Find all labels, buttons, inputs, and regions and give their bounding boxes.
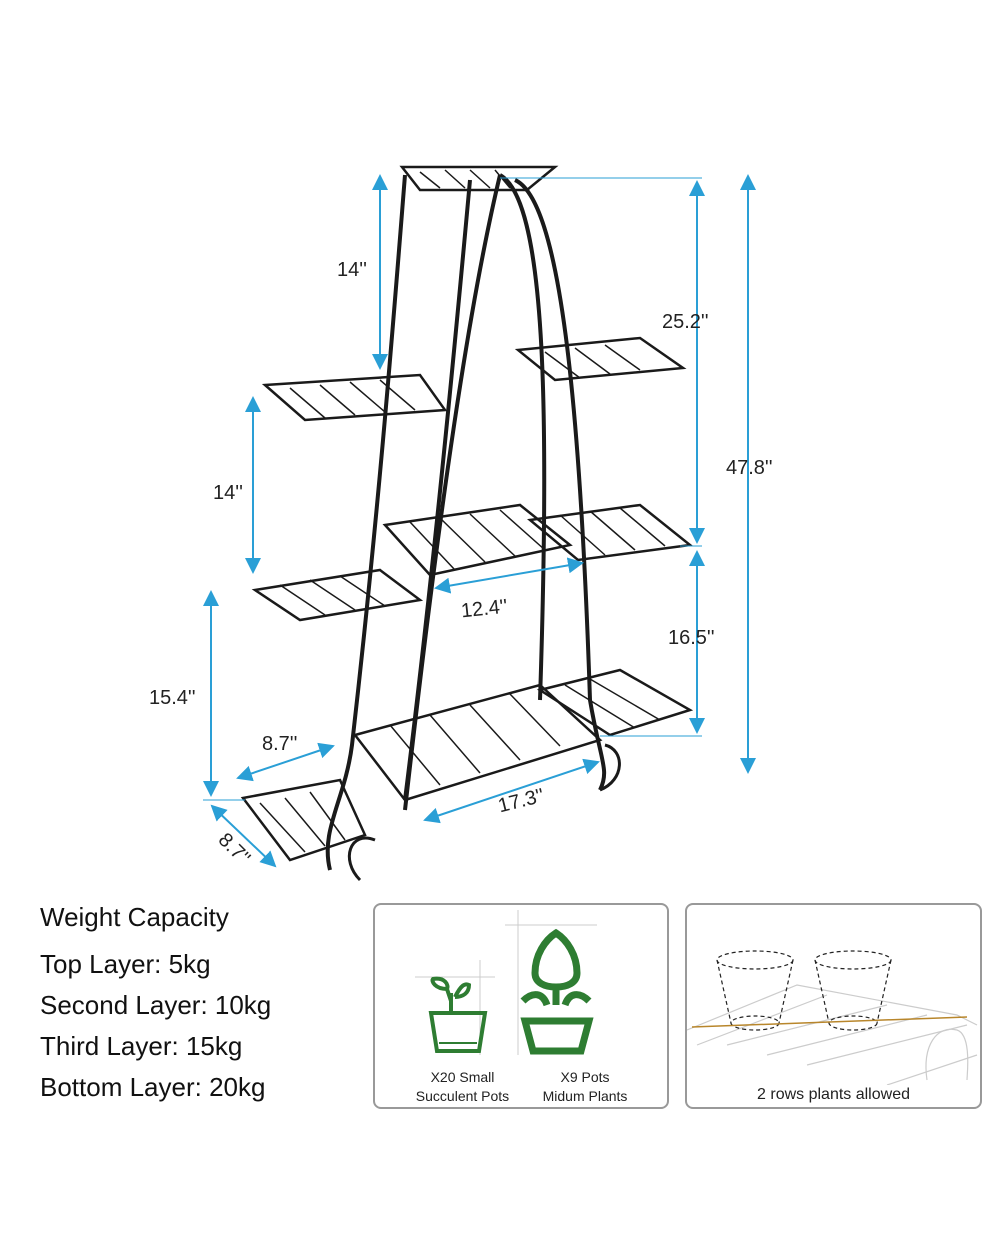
- dim-upper-height: 25.2'': [662, 311, 709, 333]
- small-pots-caption-2: Succulent Pots: [415, 1088, 510, 1104]
- dim-middle-width: 12.4'': [459, 595, 509, 623]
- weight-row: Bottom Layer: 20kg: [40, 1072, 266, 1102]
- small-plant-icon: [428, 976, 488, 1053]
- weight-capacity-title: Weight Capacity: [40, 902, 229, 932]
- dim-side-shelf-width: 8.7'': [262, 733, 298, 755]
- rows-caption: 2 rows plants allowed: [757, 1086, 910, 1103]
- medium-pots-caption-2: Midum Plants: [542, 1088, 628, 1104]
- tulip-icon: [520, 928, 594, 1055]
- weight-row: Second Layer: 10kg: [40, 990, 272, 1020]
- width-arrow: [691, 1016, 968, 1028]
- medium-pots-caption-1: X9 Pots: [560, 1069, 610, 1085]
- weight-row: Third Layer: 15kg: [40, 1031, 243, 1061]
- small-pots-caption-1: X20 Small: [430, 1069, 495, 1085]
- plant-stand-frame: [325, 173, 621, 882]
- dim-total-height: 47.8'': [726, 457, 773, 479]
- plant-stand-diagram: [203, 165, 756, 882]
- shelves: [240, 165, 694, 862]
- pot-capacity-card: X20 Small Succulent Pots X9 Pots Midum P…: [373, 903, 669, 1109]
- dimension-lines: [203, 174, 756, 868]
- dim-top-gap: 14'': [337, 259, 367, 281]
- dim-bottom-left-height: 15.4'': [149, 687, 196, 709]
- dim-left-gap: 14'': [213, 482, 243, 504]
- dim-lower-right-height: 16.5'': [668, 627, 715, 649]
- rows-allowed-card: 2 rows plants allowed: [685, 903, 982, 1109]
- pot-icons: [415, 910, 597, 1055]
- weight-row: Top Layer: 5kg: [40, 949, 211, 979]
- two-rows-illustration: [687, 950, 978, 1085]
